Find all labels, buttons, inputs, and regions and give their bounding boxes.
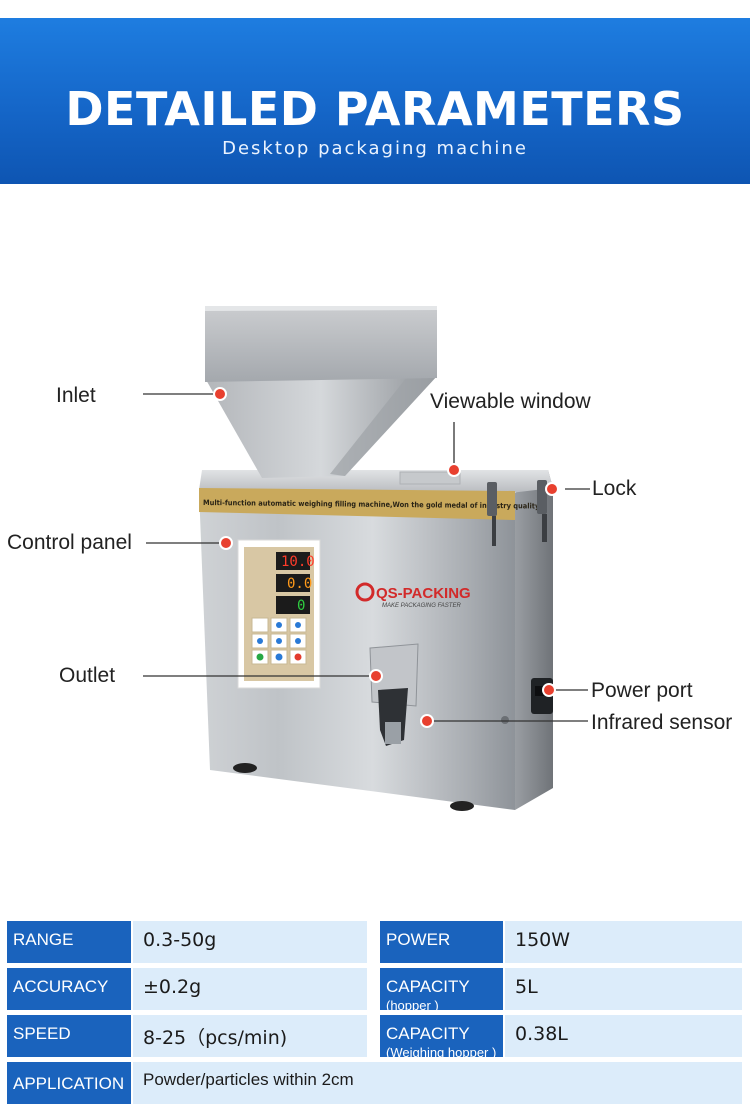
brand-logo-icon — [355, 582, 375, 602]
hopper-box-rim — [205, 306, 437, 311]
brand-tagline: MAKE PACKAGING FASTER — [382, 603, 461, 609]
marker-inlet — [213, 387, 227, 401]
marker-outlet — [369, 669, 383, 683]
marker-control-panel — [219, 536, 233, 550]
hopper-funnel-shade — [330, 376, 437, 476]
spec-speed-value: 8-25（pcs/min) — [133, 1015, 367, 1057]
marker-infrared — [420, 714, 434, 728]
lock-left — [487, 482, 497, 546]
spec-application-label: APPLICATION — [7, 1062, 131, 1104]
spec-power-label: POWER — [380, 921, 503, 963]
callout-inlet: Inlet — [56, 384, 96, 407]
page-title: DETAILED PARAMETERS — [65, 82, 685, 136]
callout-infrared-sensor: Infrared sensor — [591, 711, 733, 734]
gold-strip — [199, 488, 515, 520]
callout-viewable-window: Viewable window — [430, 390, 591, 413]
spec-capacity-hopper-sub: (hopper ) — [386, 998, 439, 1013]
spec-capacity-hopper-label: CAPACITY (hopper ) — [380, 968, 503, 1013]
page-subtitle: Desktop packaging machine — [222, 138, 528, 159]
display-1: 10.0 — [281, 554, 315, 570]
machine-illustration: Multi-function automatic weighing fillin… — [143, 306, 590, 811]
viewable-window — [399, 471, 461, 485]
spec-capacity-weighing-value: 0.38L — [505, 1015, 742, 1057]
display-2: 0.0 — [287, 576, 312, 592]
keypad-symbols — [256, 622, 302, 661]
spec-capacity-hopper-value: 5L — [505, 968, 742, 1010]
marker-window — [447, 463, 461, 477]
gold-strip-text: Multi-function automatic weighing fillin… — [203, 498, 542, 511]
spec-application-value: Powder/particles within 2cm — [133, 1062, 742, 1104]
body-side — [515, 470, 553, 810]
spec-accuracy-label: ACCURACY — [7, 968, 131, 1010]
callout-power-port: Power port — [591, 679, 693, 702]
marker-lock — [545, 482, 559, 496]
header-banner: DETAILED PARAMETERS Desktop packaging ma… — [0, 18, 750, 184]
marker-power-port — [542, 683, 556, 697]
markers — [213, 387, 559, 728]
spec-speed-label: SPEED — [7, 1015, 131, 1057]
spec-range-label: RANGE — [7, 921, 131, 963]
spec-capacity-weighing-main: CAPACITY — [386, 1024, 470, 1043]
spec-capacity-hopper-main: CAPACITY — [386, 977, 470, 996]
callout-outlet: Outlet — [59, 664, 116, 687]
spec-power-value: 150W — [505, 921, 742, 963]
spec-accuracy-value: ±0.2g — [133, 968, 367, 1010]
infrared-sensor — [501, 716, 509, 724]
spec-capacity-weighing-label: CAPACITY (Weighing hopper ) — [380, 1015, 503, 1060]
lock-right — [537, 480, 547, 542]
spec-capacity-weighing-sub: (Weighing hopper ) — [386, 1045, 497, 1060]
brand-name: QS-PACKING — [376, 585, 471, 602]
spec-range-value: 0.3-50g — [133, 921, 367, 963]
callout-control-panel: Control panel — [7, 531, 132, 554]
hopper-funnel — [205, 376, 437, 478]
hopper-box-front — [205, 310, 437, 382]
foot-left — [233, 763, 257, 773]
display-3: 0 — [297, 598, 305, 614]
callout-lock: Lock — [592, 477, 637, 500]
foot-right — [450, 801, 474, 811]
